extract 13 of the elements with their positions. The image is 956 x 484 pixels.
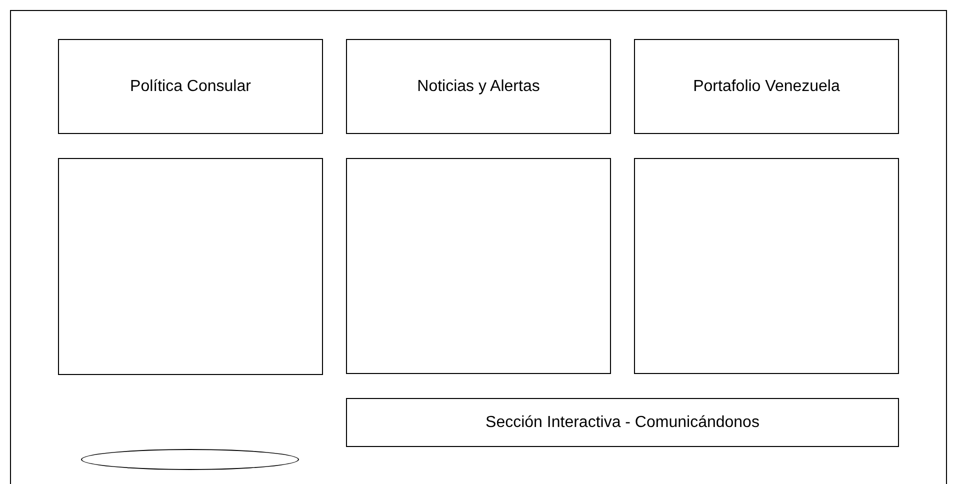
section-box — [346, 398, 899, 447]
page-frame — [10, 10, 947, 484]
section-title: Sección Interactiva - Comunicándonos — [484, 414, 760, 432]
content-panel — [346, 158, 611, 374]
section-title: Portafolio Venezuela — [692, 78, 841, 96]
content-panel — [58, 158, 323, 375]
ellipse-shape — [81, 449, 299, 470]
section-box — [634, 39, 899, 134]
section-box — [58, 39, 323, 134]
section-box — [346, 39, 611, 134]
section-title: Noticias y Alertas — [416, 78, 541, 96]
content-panel — [634, 158, 899, 374]
section-title: Política Consular — [129, 78, 252, 96]
